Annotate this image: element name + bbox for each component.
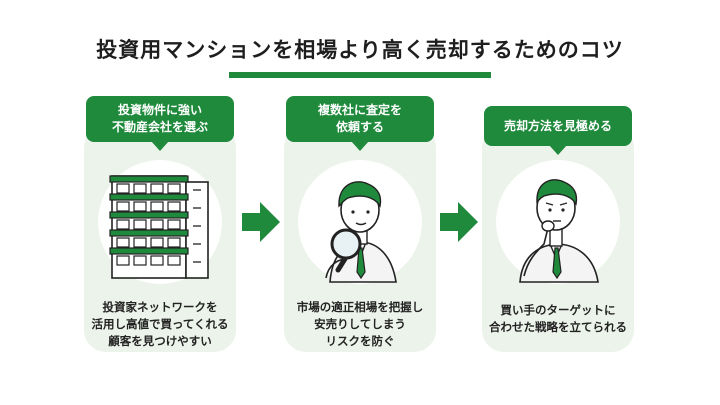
arrow-right-icon-1 (242, 202, 280, 242)
step-label-1: 投資物件に強い 不動産会社を選ぶ (86, 96, 234, 151)
step-label-3-line1: 売却方法を見極める (503, 118, 612, 133)
step-description-1-line3: 顧客を見つけやすい (108, 334, 212, 348)
apartment-building-icon (109, 175, 209, 279)
step-description-2: 市場の適正相場を把握し 安売りしてしまう リスクを防ぐ (284, 299, 436, 350)
step-description-1-line1: 投資家ネットワークを (102, 300, 218, 314)
thinking-person-icon (519, 179, 599, 283)
step-label-3: 売却方法を見極める (484, 106, 632, 155)
step-label-2: 複数社に査定を 依頼する (286, 96, 434, 151)
step-description-2-line2: 安売りしてしまう (314, 317, 406, 331)
step-description-3-line1: 買い手のターゲットに (500, 303, 616, 317)
step-description-2-line3: リスクを防ぐ (325, 334, 395, 348)
step-description-1: 投資家ネットワークを 活用し高値で買ってくれる 顧客を見つけやすい (84, 299, 236, 350)
arrow-right-icon-2 (440, 202, 478, 242)
step-description-2-line1: 市場の適正相場を把握し (296, 300, 424, 314)
page-title: 投資用マンションを相場より高く売却するためのコツ (96, 38, 624, 62)
step-description-1-line2: 活用し高値で買ってくれる (91, 317, 229, 331)
step-description-3: 買い手のターゲットに 合わせた戦略を立てられる (482, 302, 634, 336)
step-label-1-line1: 投資物件に強い (117, 103, 202, 117)
magnifying-glass-person-icon (325, 181, 397, 283)
title-underline (229, 72, 491, 78)
step-description-3-line2: 合わせた戦略を立てられる (489, 320, 627, 334)
step-label-2-line1: 複数社に査定を (317, 103, 402, 117)
step-label-2-line2: 依頼する (335, 120, 384, 134)
step-label-1-line2: 不動産会社を選ぶ (111, 120, 208, 134)
